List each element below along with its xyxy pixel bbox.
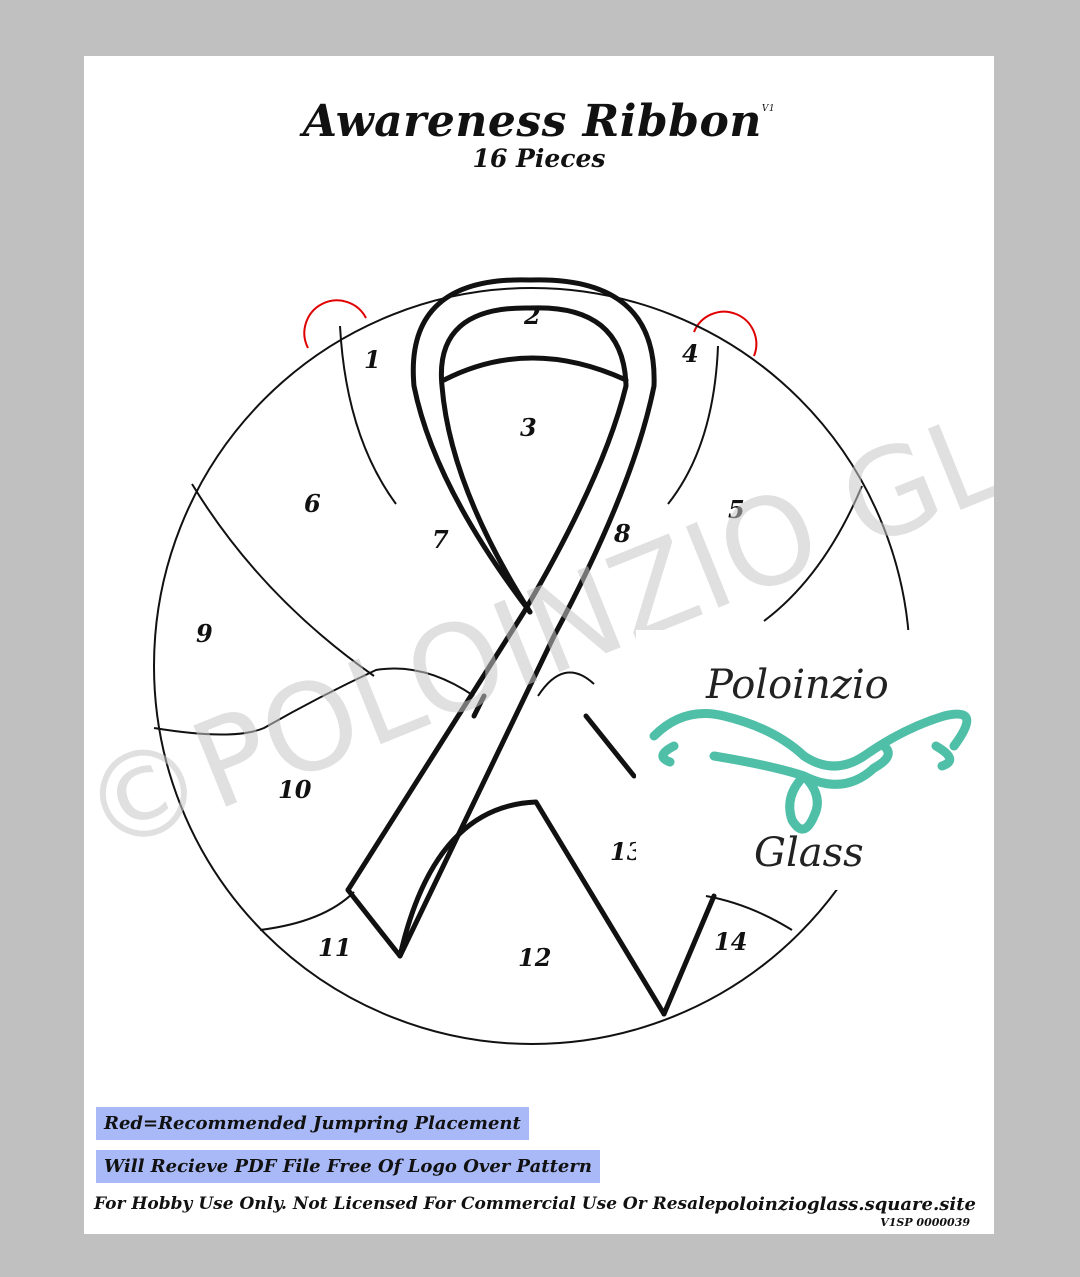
jumpring-note: Red=Recommended Jumpring Placement xyxy=(96,1107,529,1140)
piece-number-12: 12 xyxy=(518,943,551,972)
jumpring-marker-left xyxy=(303,299,367,349)
pattern-code: V1SP 0000039 xyxy=(880,1216,970,1229)
website-link[interactable]: poloinzioglass.square.site xyxy=(714,1194,976,1215)
brand-logo: Poloinzio Glass xyxy=(636,630,976,890)
version-mark: V1 xyxy=(761,104,776,114)
logo-flourish-icon xyxy=(649,709,972,834)
piece-number-7: 7 xyxy=(432,525,449,554)
piece-number-6: 6 xyxy=(304,489,321,518)
piece-number-2: 2 xyxy=(523,301,541,330)
ribbon-pattern-drawing: 1 2 3 4 5 6 7 8 9 10 11 12 13 14 ©POLOIN… xyxy=(84,277,994,1045)
piece-number-14: 14 xyxy=(714,927,747,956)
piece-number-10: 10 xyxy=(278,775,312,804)
jumpring-marker-right xyxy=(693,310,758,357)
piece-number-11: 11 xyxy=(318,933,351,962)
pdf-note: Will Recieve PDF File Free Of Logo Over … xyxy=(96,1150,600,1183)
pattern-sheet: Awareness RibbonV1 16 Pieces xyxy=(84,56,994,1234)
pattern-title: Awareness RibbonV1 xyxy=(302,96,776,147)
ribbon-outline xyxy=(345,277,717,1017)
piece-number-3: 3 xyxy=(520,413,537,442)
piece-count: 16 Pieces xyxy=(472,144,606,173)
piece-number-1: 1 xyxy=(364,345,381,374)
license-notice: For Hobby Use Only. Not Licensed For Com… xyxy=(94,1194,716,1214)
piece-number-9: 9 xyxy=(196,619,213,648)
piece-number-4: 4 xyxy=(682,339,699,368)
piece-number-5: 5 xyxy=(728,495,745,524)
piece-number-8: 8 xyxy=(613,519,631,548)
logo-line-2: Glass xyxy=(754,830,864,876)
piece-lines xyxy=(153,325,863,931)
logo-line-1: Poloinzio xyxy=(705,662,889,708)
